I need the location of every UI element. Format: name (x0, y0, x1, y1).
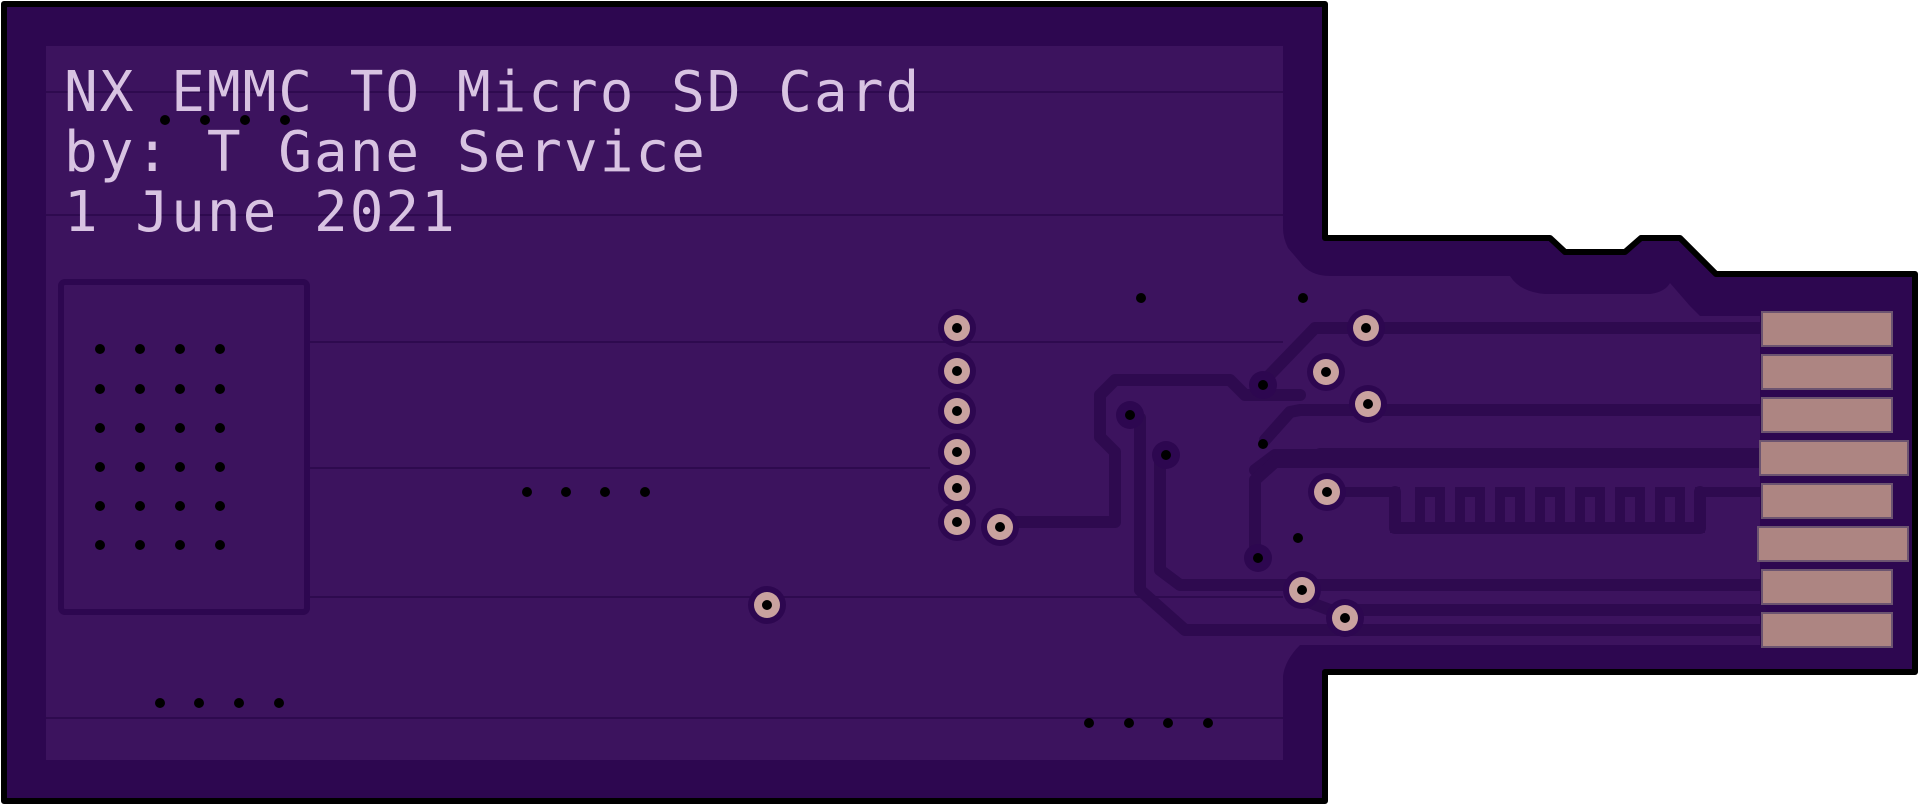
gold-finger-1 (1761, 311, 1893, 347)
emmc-footprint (58, 279, 310, 615)
trace-vias (1116, 371, 1277, 572)
gold-fingers (1757, 311, 1909, 648)
meander-trace (1330, 487, 1760, 533)
pour-gaps (46, 91, 1283, 719)
silkscreen-line-title: NX EMMC TO Micro SD Card (64, 60, 921, 125)
silkscreen-line-author: by: T Gane Service (64, 120, 707, 185)
gold-finger-6 (1757, 526, 1909, 562)
plated-vias (748, 309, 1387, 637)
gold-finger-5 (1761, 483, 1893, 519)
silkscreen-line-date: 1 June 2021 (64, 180, 457, 245)
gold-finger-8 (1761, 612, 1893, 648)
silkscreen-text: NX EMMC TO Micro SD Card by: T Gane Serv… (64, 60, 921, 245)
gold-finger-3 (1761, 397, 1893, 433)
stitching-vias (95, 115, 1308, 728)
gold-finger-2 (1761, 354, 1893, 390)
gold-finger-7 (1761, 569, 1893, 605)
gold-finger-4 (1759, 440, 1909, 476)
